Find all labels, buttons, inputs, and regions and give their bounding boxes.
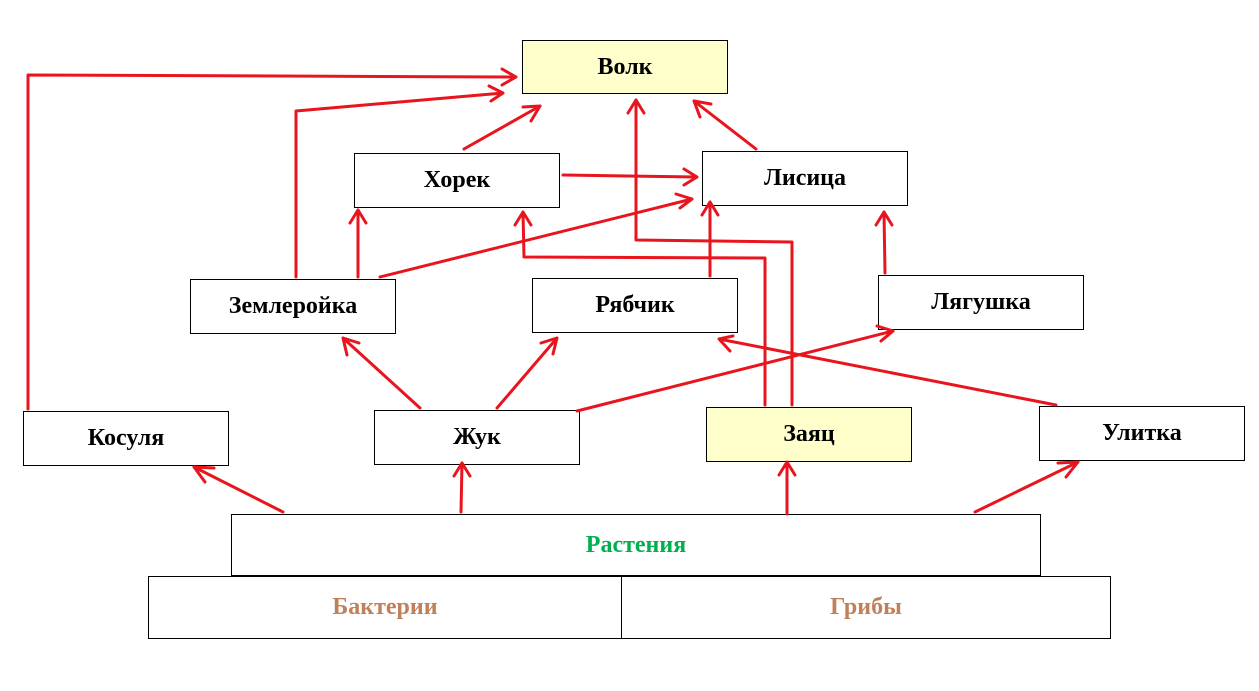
arrow-khorek-volk	[462, 104, 542, 151]
arrow-zayats-volk	[626, 98, 794, 407]
node-label: Грибы	[830, 594, 902, 620]
node-label: Хорек	[423, 167, 491, 193]
node-label: Рябчик	[595, 292, 675, 318]
arrow-rasteniya-zayats	[777, 460, 797, 516]
node-label: Улитка	[1102, 420, 1182, 446]
arrow-rasteniya-ulitka	[973, 460, 1080, 514]
node-volk: Волк	[522, 40, 728, 94]
arrow-lisitsa-volk	[692, 99, 758, 151]
node-label: Землеройка	[228, 293, 358, 319]
node-label: Заяц	[783, 421, 835, 447]
arrow-kosulya-volk	[26, 67, 518, 411]
node-ulitka: Улитка	[1039, 406, 1245, 461]
node-zhuk: Жук	[374, 410, 580, 465]
arrow-rasteniya-zhuk	[452, 461, 472, 514]
arrow-ryabchik-lisitsa	[700, 200, 720, 278]
node-label: Лягушка	[931, 289, 1031, 315]
node-label: Волк	[597, 53, 653, 80]
node-griby: Грибы	[621, 576, 1111, 639]
arrow-ulitka-ryabchik	[717, 334, 1058, 407]
arrow-lyagushka-lisitsa	[874, 210, 894, 275]
node-bakterii: Бактерии	[148, 576, 622, 639]
node-lyagushka: Лягушка	[878, 275, 1084, 330]
node-label: Косуля	[87, 425, 165, 451]
arrow-khorek-lisitsa	[561, 167, 699, 187]
arrow-zhuk-ryabchik	[495, 336, 559, 410]
node-lisitsa: Лисица	[702, 151, 908, 206]
node-kosulya: Косуля	[23, 411, 229, 466]
arrow-rasteniya-kosulya	[192, 465, 285, 514]
arrow-zemleroika-khorek	[348, 208, 368, 279]
node-label: Растения	[585, 531, 687, 558]
node-label: Жук	[453, 424, 501, 450]
node-khorek: Хорек	[354, 153, 560, 208]
node-label: Лисица	[763, 165, 847, 191]
node-zayats: Заяц	[706, 407, 912, 462]
node-label: Бактерии	[332, 594, 438, 620]
arrow-zhuk-lyagushka	[575, 324, 895, 413]
node-rasteniya: Растения	[231, 514, 1041, 576]
node-ryabchik: Рябчик	[532, 278, 738, 333]
arrow-zhuk-zemleroika	[341, 336, 422, 410]
node-zemleroika: Землеройка	[190, 279, 396, 334]
